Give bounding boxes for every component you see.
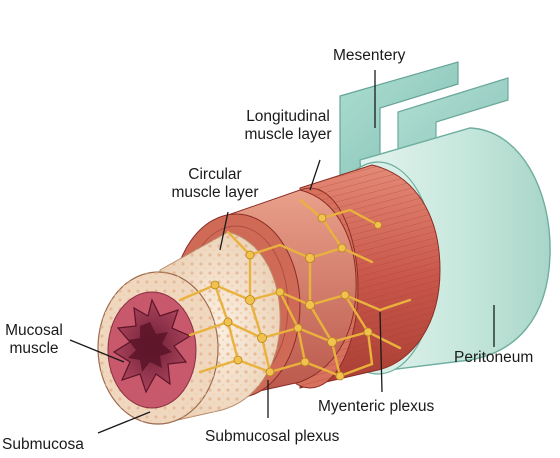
- submucosal-plexus-label: Submucosal plexus: [205, 428, 340, 445]
- longitudinal-muscle-label-line1: Longitudinal: [246, 108, 330, 125]
- nerve-plexus-network: [178, 198, 412, 378]
- longitudinal-muscle-label: Longitudinal muscle layer: [233, 108, 343, 144]
- longitudinal-muscle-label-line2: muscle layer: [244, 126, 332, 143]
- plexus-ganglia: [210, 213, 382, 381]
- mucosal-muscle-label-line1: Mucosal: [5, 322, 63, 339]
- mucosal-muscle-label-line2: muscle: [9, 340, 59, 357]
- peritoneum-label: Peritoneum: [454, 349, 534, 366]
- mucosal-muscle-leader: [69, 339, 125, 363]
- circular-muscle-label-line2: muscle layer: [171, 184, 259, 201]
- myenteric-plexus-label: Myenteric plexus: [318, 398, 435, 415]
- circular-muscle-leader: [219, 211, 229, 251]
- circular-muscle-label: Circular muscle layer: [160, 166, 270, 202]
- mucosal-muscle-label: Mucosal muscle: [0, 322, 68, 358]
- leader-lines: [69, 70, 495, 434]
- circular-muscle-label-line1: Circular: [188, 166, 242, 183]
- myenteric-plexus-leader: [379, 311, 383, 393]
- longitudinal-muscle-leader: [309, 159, 321, 191]
- submucosa-label: Submucosa: [2, 436, 84, 453]
- submucosa-leader: [97, 411, 151, 434]
- front-cross-section: [97, 271, 219, 425]
- mesentery-label: Mesentery: [333, 47, 406, 64]
